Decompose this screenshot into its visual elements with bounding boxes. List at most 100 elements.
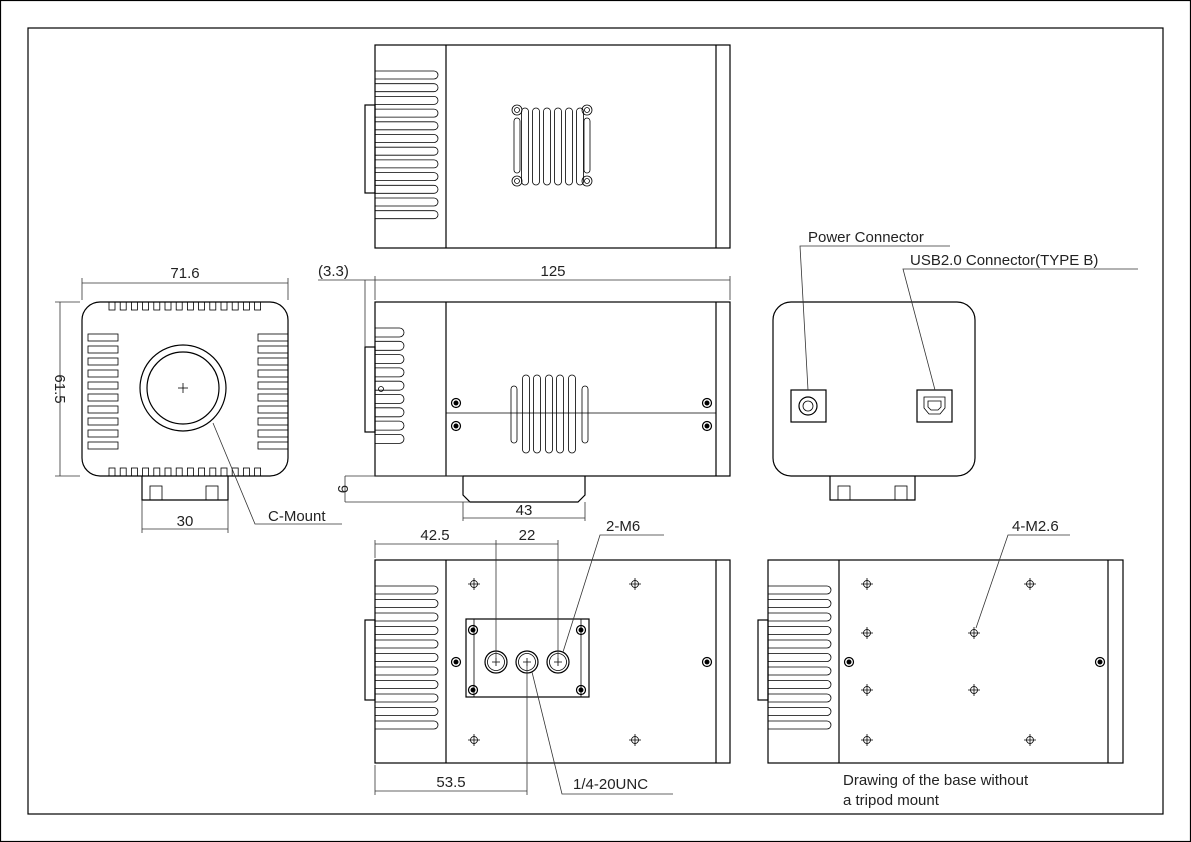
top-fin xyxy=(231,301,239,311)
unc-label: 1/4-20UNC xyxy=(573,776,648,793)
screw-head xyxy=(846,659,852,665)
right-fin xyxy=(257,345,289,354)
vent-slot xyxy=(554,107,562,186)
top-fin xyxy=(186,301,194,311)
screw-head xyxy=(1097,659,1103,665)
cooling-fin xyxy=(768,666,832,676)
bottom-fin xyxy=(130,467,138,477)
left-fin xyxy=(87,393,119,402)
screw-head xyxy=(704,659,710,665)
screw-head xyxy=(453,400,459,406)
vent-screw xyxy=(511,175,523,187)
hole-center xyxy=(968,684,980,696)
hole-center xyxy=(1024,578,1036,590)
screw xyxy=(450,420,462,432)
screw xyxy=(575,624,587,636)
screw-head xyxy=(453,423,459,429)
left-fin xyxy=(87,369,119,378)
right-fin xyxy=(257,441,289,450)
left-fin xyxy=(87,381,119,390)
top-fin xyxy=(130,301,138,311)
bottom-fin xyxy=(142,467,150,477)
cooling-fin xyxy=(375,720,439,730)
left-fin xyxy=(87,441,119,450)
screw xyxy=(701,397,713,409)
m6-label: 2-M6 xyxy=(606,518,640,535)
top-fin xyxy=(175,301,183,311)
c-mount-label: C-Mount xyxy=(268,508,326,525)
vent-slot xyxy=(556,374,564,454)
left-fin xyxy=(87,333,119,342)
bottom-fin xyxy=(242,467,250,477)
right-fin xyxy=(257,393,289,402)
lens-mount-outer xyxy=(139,344,227,432)
top-view xyxy=(364,44,731,249)
cooling-fin xyxy=(375,96,439,105)
bottom-fin xyxy=(164,467,172,477)
m26-label: 4-M2.6 xyxy=(1012,518,1059,535)
right-fin xyxy=(257,417,289,426)
cooling-fin xyxy=(768,612,832,622)
vent-slot xyxy=(533,374,541,454)
bottom-fin xyxy=(175,467,183,477)
vent-slot xyxy=(568,374,576,454)
cooling-fin xyxy=(375,108,439,118)
cooling-fin xyxy=(768,693,832,703)
cooling-fin xyxy=(375,354,405,364)
cooling-fin xyxy=(768,680,832,689)
left-fin xyxy=(87,417,119,426)
screw xyxy=(450,656,462,668)
power-connector-label: Power Connector xyxy=(808,229,924,246)
vent-slot xyxy=(510,385,518,444)
cooling-fin xyxy=(375,407,405,418)
caption-line-1: Drawing of the base without xyxy=(843,772,1029,789)
screw-head xyxy=(704,423,710,429)
top-fin xyxy=(164,301,172,311)
cooling-fin xyxy=(375,210,439,220)
cooling-fin xyxy=(375,340,405,351)
cooling-fin xyxy=(375,434,405,444)
screw-head xyxy=(578,627,584,633)
screw xyxy=(701,420,713,432)
power-connector xyxy=(790,389,827,423)
front-width-dim: 71.6 xyxy=(170,265,199,282)
vent-slot xyxy=(581,385,589,444)
right-fin xyxy=(257,333,289,342)
bottom-fin xyxy=(153,467,161,477)
cooling-fin xyxy=(375,585,439,595)
vent-slot xyxy=(532,107,540,186)
cooling-fin xyxy=(768,585,832,595)
hole-center xyxy=(968,627,980,639)
bottom-view-no-mount: 4-M2.6 Drawing of the base without a tri… xyxy=(757,518,1124,809)
cooling-fin xyxy=(375,197,439,207)
screw-head xyxy=(470,687,476,693)
cooling-fin xyxy=(375,327,405,338)
side-view: (3.3) 125 9 43 xyxy=(318,263,731,521)
bottom-fin xyxy=(186,467,194,477)
offset-dim: (3.3) xyxy=(318,263,349,280)
top-fin xyxy=(209,301,217,311)
cooling-fin xyxy=(375,420,405,431)
mount-height-dim: 9 xyxy=(334,485,351,493)
screw xyxy=(843,656,855,668)
hole-center xyxy=(468,578,480,590)
bottom-fin xyxy=(209,467,217,477)
cooling-fin xyxy=(375,666,439,676)
top-fin xyxy=(119,301,127,311)
vent-slot xyxy=(513,117,521,174)
bottom-fin xyxy=(254,467,262,477)
right-fin xyxy=(257,405,289,414)
dim-42-5: 42.5 xyxy=(420,527,449,544)
top-fin xyxy=(220,301,228,311)
top-fin xyxy=(242,301,250,311)
screw xyxy=(467,624,479,636)
cooling-fin xyxy=(768,626,832,635)
vent-screw-inner xyxy=(584,107,590,113)
cooling-fin xyxy=(375,693,439,703)
cooling-fin xyxy=(768,599,832,608)
hole-center xyxy=(1024,734,1036,746)
front-mount-dim: 30 xyxy=(177,513,194,530)
screw-head xyxy=(470,627,476,633)
top-fin xyxy=(142,301,150,311)
